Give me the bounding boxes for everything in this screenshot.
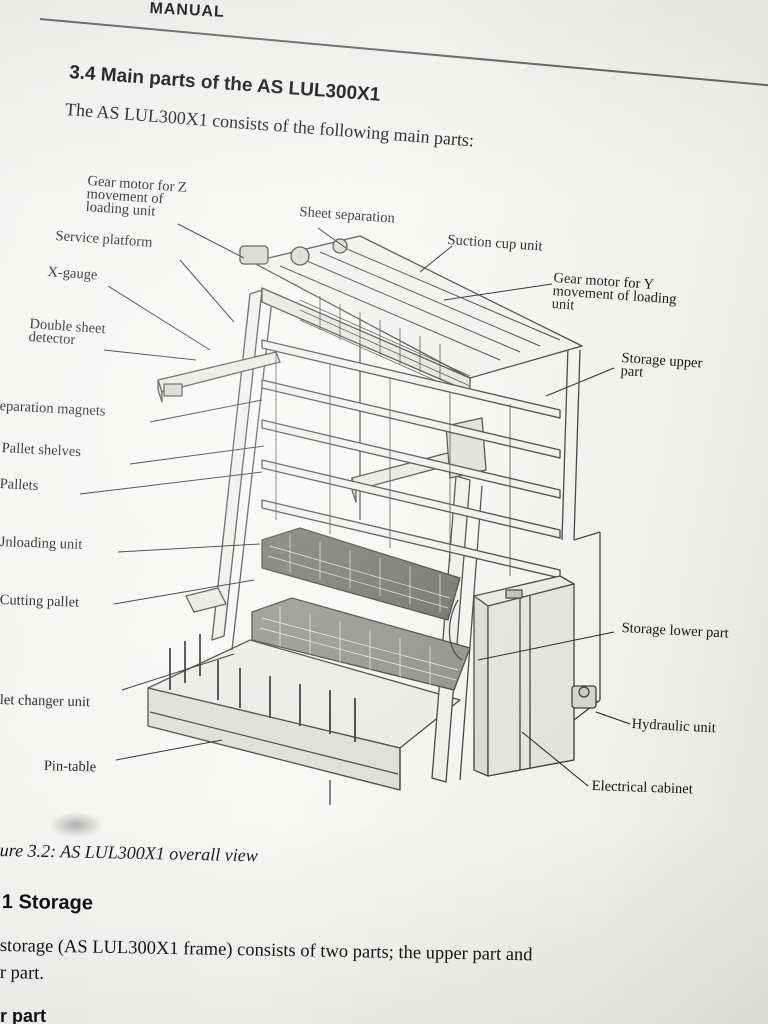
label-pallet-shelves: Pallet shelves [1,440,82,461]
storage-body-line-2: r part. [0,963,45,984]
label-gear-motor-z: Gear motor for Z movement of loading uni… [85,173,188,220]
storage-subheading: r part [0,1006,47,1024]
label-double-sheet-detector: Double sheet detector [28,316,107,349]
ink-smudge [48,812,104,838]
label-pallets: Pallets [0,476,39,495]
label-gear-motor-y: Gear motor for Y movement of loading uni… [551,270,677,314]
label-unloading-unit: Jnloading unit [0,534,83,553]
label-pallet-changer-unit: let changer unit [0,692,91,711]
label-electrical-cabinet: Electrical cabinet [591,778,694,798]
label-pin-table: Pin-table [43,758,97,776]
label-x-gauge: X-gauge [47,264,98,284]
storage-heading: 1 Storage [1,891,94,915]
label-cutting-pallet: Cutting pallet [0,592,80,611]
label-storage-upper-part: Storage upper part [620,350,703,381]
